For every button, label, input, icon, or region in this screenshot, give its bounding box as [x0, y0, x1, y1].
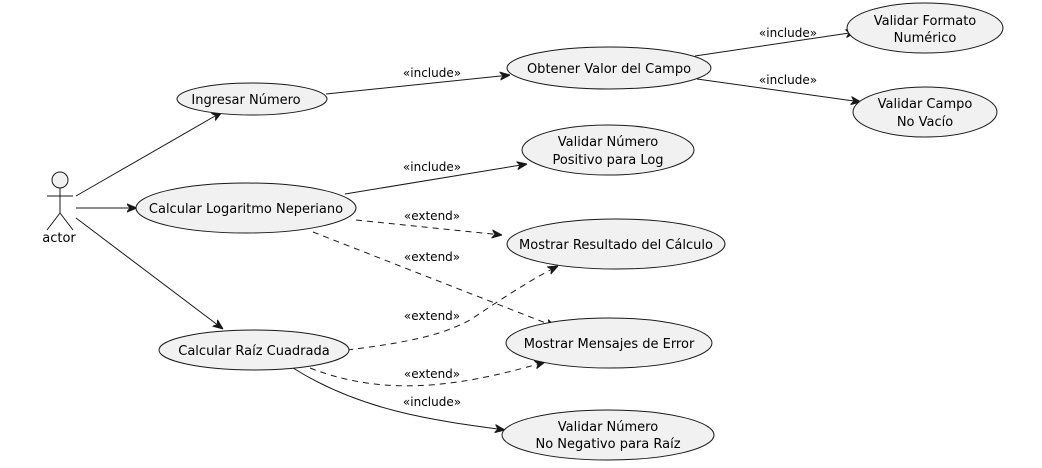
- actor-left-leg: [46, 212, 61, 231]
- obtener-formato-include: «include»: [694, 26, 856, 57]
- uc-mostrar-errores: Mostrar Mensajes de Error: [505, 317, 713, 369]
- uc-validar-campo-line2: No Vacío: [897, 115, 953, 130]
- raiz-resultado-extend: «extend»: [346, 266, 558, 351]
- uc-calcular-logaritmo: Calcular Logaritmo Neperiano: [135, 182, 357, 234]
- uc-obtener-valor-campo: Obtener Valor del Campo: [506, 46, 712, 90]
- uc-validar-positivo-line1: Validar Número: [558, 135, 658, 150]
- obtener-vacio-label: «include»: [759, 73, 817, 87]
- logaritmo-resultado-label: «extend»: [404, 209, 460, 223]
- raiz-negativo-label: «include»: [403, 395, 461, 409]
- actor-raiz-edge: [75, 217, 223, 329]
- raiz-negativo-include: «include»: [292, 367, 505, 430]
- actor-head: [51, 171, 69, 189]
- ingresar-obtener-label: «include»: [403, 66, 461, 80]
- uc-validar-no-negativo-line1: Validar Número: [558, 420, 658, 435]
- uc-validar-formato-line1: Validar Formato: [874, 14, 977, 29]
- logaritmo-resultado-extend: «extend»: [355, 209, 502, 235]
- uc-mostrar-errores-label: Mostrar Mensajes de Error: [524, 337, 695, 352]
- obtener-vacio-include: «include»: [696, 73, 861, 102]
- uc-validar-formato-line2: Numérico: [894, 31, 957, 46]
- uc-validar-no-negativo-raiz: Validar Número No Negativo para Raíz: [501, 409, 715, 461]
- raiz-error-label: «extend»: [404, 367, 460, 381]
- logaritmo-positivo-label: «include»: [403, 160, 461, 174]
- actor-label: actor: [42, 231, 76, 246]
- uc-ingresar-numero: Ingresar Número: [176, 82, 328, 116]
- uc-validar-no-negativo-line2: No Negativo para Raíz: [535, 437, 680, 452]
- raiz-resultado-label: «extend»: [404, 309, 460, 323]
- uc-validar-campo-line1: Validar Campo: [878, 97, 973, 112]
- uc-validar-positivo-line2: Positivo para Log: [552, 153, 663, 168]
- uc-validar-campo-no-vacio: Validar Campo No Vacío: [852, 86, 998, 138]
- logaritmo-positivo-include: «include»: [344, 160, 527, 195]
- actor-right-leg: [59, 212, 74, 231]
- uc-mostrar-resultado-label: Mostrar Resultado del Cálculo: [519, 238, 713, 253]
- uc-mostrar-resultado: Mostrar Resultado del Cálculo: [506, 218, 726, 270]
- actor-ingresar-edge: [75, 112, 222, 197]
- uc-obtener-valor-campo-label: Obtener Valor del Campo: [527, 62, 691, 77]
- actor: actor: [42, 171, 76, 246]
- uc-ingresar-numero-label: Ingresar Número: [191, 93, 300, 108]
- obtener-formato-label: «include»: [759, 26, 817, 40]
- uc-validar-positivo-log: Validar Número Positivo para Log: [521, 124, 695, 176]
- logaritmo-error-extend: «extend»: [312, 231, 556, 327]
- uc-calcular-raiz: Calcular Raíz Cuadrada: [158, 329, 350, 371]
- uc-calcular-raiz-label: Calcular Raíz Cuadrada: [178, 344, 329, 359]
- uc-calcular-logaritmo-label: Calcular Logaritmo Neperiano: [149, 202, 343, 217]
- ingresar-obtener-include: «include»: [325, 66, 510, 95]
- uc-validar-formato-numerico: Validar Formato Numérico: [846, 2, 1004, 54]
- raiz-error-extend: «extend»: [309, 362, 545, 387]
- logaritmo-error-label: «extend»: [404, 250, 460, 264]
